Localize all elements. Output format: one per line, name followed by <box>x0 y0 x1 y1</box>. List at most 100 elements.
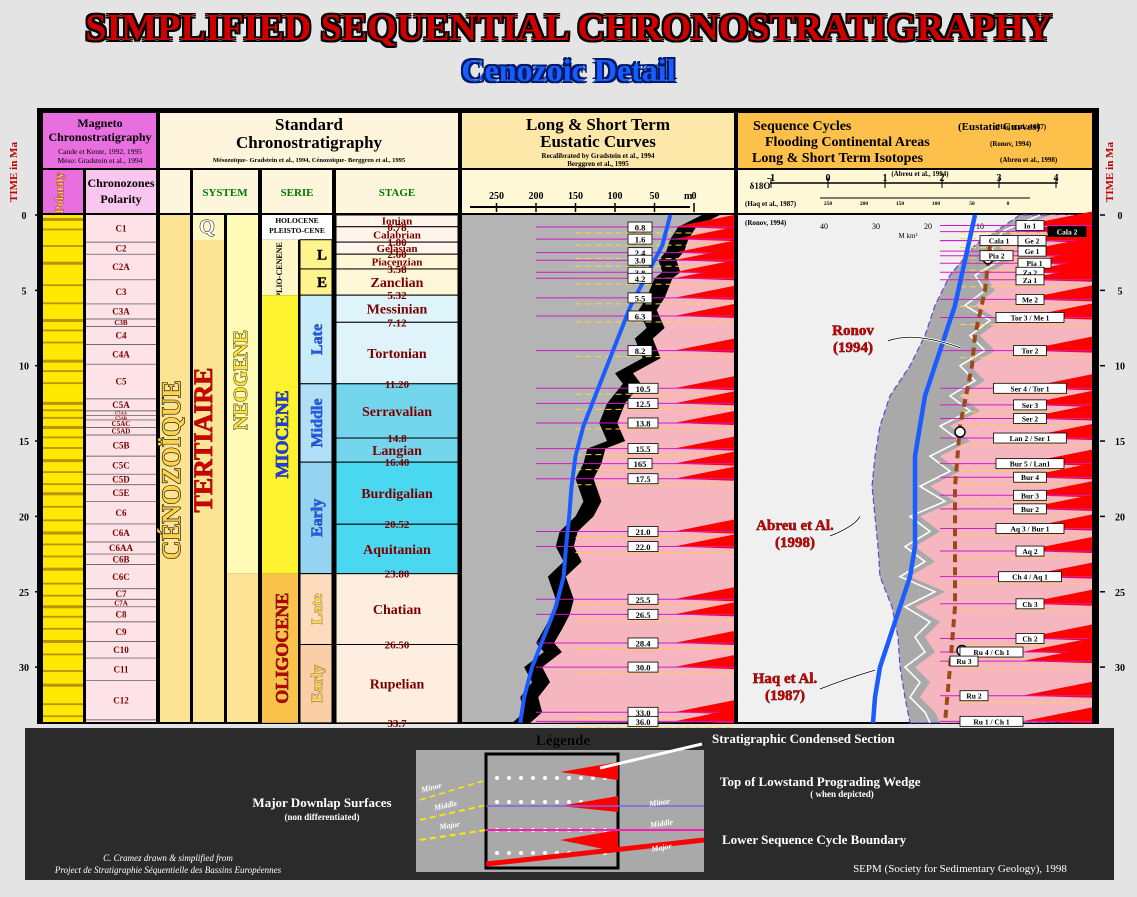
cycle-label: Ge 1 <box>1025 247 1040 256</box>
ronov-curve <box>871 214 1093 724</box>
sequence-age-box <box>627 593 659 605</box>
subseries-label: E <box>317 275 327 291</box>
isotope-axis-label: 1 <box>883 173 888 184</box>
sequence-age-label: 25.5 <box>636 595 651 605</box>
haq-axis-label: 250 <box>824 201 833 207</box>
polarity-reversal-band <box>43 382 83 385</box>
subseries-box <box>299 383 333 463</box>
stage-boundary-age: 14.8 <box>387 433 407 445</box>
page-title: SIMPLIFIED SEQUENTIAL CHRONOSTRATIGRAPHY <box>85 7 1052 49</box>
chronozone-label: C7 <box>116 589 127 599</box>
magneto-header <box>43 113 156 168</box>
callout-year: (1994) <box>833 340 873 356</box>
callout-arrow-outline <box>829 516 861 537</box>
time-axis-right-label: TIME in Ma <box>1104 142 1116 202</box>
callout-year: (1998) <box>775 535 815 551</box>
haq-axis-label: 200 <box>860 201 869 207</box>
sequence-age-label: 21.0 <box>636 527 651 537</box>
polarity-reversal-band <box>43 459 83 463</box>
time-axis-right-tick: 5 <box>1118 286 1123 297</box>
stage-label: STAGE <box>379 187 415 199</box>
polarity-reversal-band <box>43 318 83 322</box>
system-header <box>193 170 258 213</box>
quaternary-box <box>193 215 224 240</box>
legend-dot <box>507 800 511 804</box>
subseries-box <box>299 294 333 385</box>
polarity-reversal-band <box>43 245 83 247</box>
sequence-age-box <box>627 443 659 454</box>
chronozone-label: C2A <box>112 262 130 272</box>
sequence-age-box <box>627 221 653 233</box>
sequence-age-label: 0.8 <box>635 223 646 233</box>
legend-major-label: Major <box>438 820 461 832</box>
chronozone-label: C5AC <box>112 420 131 428</box>
sequence-age-label: 17.5 <box>636 474 651 484</box>
stage-box <box>335 643 459 724</box>
condensed-section-triangle <box>674 338 734 353</box>
sequence-age-label: 22.0 <box>636 542 651 552</box>
cycle-label: Ru 2 <box>966 692 981 701</box>
sequence-age-label: 6.3 <box>635 311 646 321</box>
cycle-label-box <box>959 690 989 702</box>
polarity-reversal-band <box>43 555 83 558</box>
seq-title-2: Flooding Continental Areas <box>765 135 930 150</box>
time-axis-right-tick: 20 <box>1115 512 1125 523</box>
sequence-age-box <box>627 233 653 245</box>
ronov-axis-unit: M km² <box>898 232 917 240</box>
polarity-header <box>43 170 83 213</box>
cycle-label: Ch 3 <box>1022 600 1037 609</box>
pliocene-box <box>262 239 298 296</box>
condensed-section-triangle <box>674 534 734 549</box>
cycle-label-box <box>949 655 979 667</box>
polarity-reversal-band <box>43 329 83 332</box>
cycle-label-box <box>995 523 1065 534</box>
stage-boundary-age: 16.40 <box>385 457 410 469</box>
sequence-age-box <box>627 541 659 552</box>
time-axis-left-tick: 10 <box>19 362 29 373</box>
cycle-label: Za 2 <box>1023 268 1038 277</box>
legend-major-label-right: Major <box>650 841 674 854</box>
legend-downlap-label: Major Downlap Surfaces <box>252 795 391 810</box>
pleistocene-label: PLEISTO-CENE <box>269 226 325 235</box>
legend-dot <box>555 776 559 780</box>
stage-label: Chatian <box>373 603 421 618</box>
polarity-reversal-band <box>43 401 83 405</box>
polarity-reversal-band <box>43 341 83 344</box>
chronozone-label: C3B <box>114 319 128 327</box>
chronozone-label: C7A <box>114 600 128 608</box>
condensed-section-triangle <box>674 227 734 242</box>
abreu-isotope-curve <box>898 214 1041 724</box>
stage-label: Calabrian <box>373 229 421 241</box>
condensed-section-triangle <box>674 391 734 406</box>
stage-boundary-age: 1.80 <box>387 237 407 249</box>
sequence-age-box <box>627 608 659 620</box>
chronozone-label: C5C <box>112 460 130 470</box>
isotope-axis-ref: (Abreu et al., 1994) <box>891 170 949 178</box>
isotope-axis-label: 3 <box>997 173 1002 184</box>
cycle-label: Aq 3 / Bur 1 <box>1010 524 1049 533</box>
chronozones-label-1: Chronozones <box>87 176 154 190</box>
time-axis-left-tick: 0 <box>22 211 27 222</box>
polarity-label: Polarity <box>52 172 66 213</box>
legend-dot <box>543 800 547 804</box>
cycle-condensed-triangle <box>1022 638 1092 655</box>
chronozone-label: C6C <box>112 572 130 582</box>
polarity-reversal-band <box>43 627 83 630</box>
subseries-label: L <box>317 247 327 263</box>
legend-box <box>416 750 704 872</box>
subseries-box <box>299 239 333 270</box>
sequence-age-label: 5.5 <box>635 293 646 303</box>
cycle-label-box <box>993 432 1067 444</box>
sequence-age-label: 3.0 <box>635 256 646 266</box>
stage-boundary-age: 7.12 <box>387 317 407 329</box>
sequence-age-label: 30.0 <box>636 663 651 673</box>
legend-lowstand-label: Top of Lowstand Prograding Wedge <box>720 774 921 789</box>
isotope-marker <box>954 426 966 438</box>
stage-label: Aquitanian <box>363 543 431 558</box>
stage-boundary-age: 26.50 <box>385 639 410 651</box>
cycle-label-box <box>1015 545 1045 557</box>
sequence-age-box <box>627 458 653 470</box>
magneto-title-2: Chronostratigraphy <box>48 130 151 144</box>
stage-boundary-age: 23.80 <box>385 569 410 581</box>
standard-header <box>160 113 458 168</box>
